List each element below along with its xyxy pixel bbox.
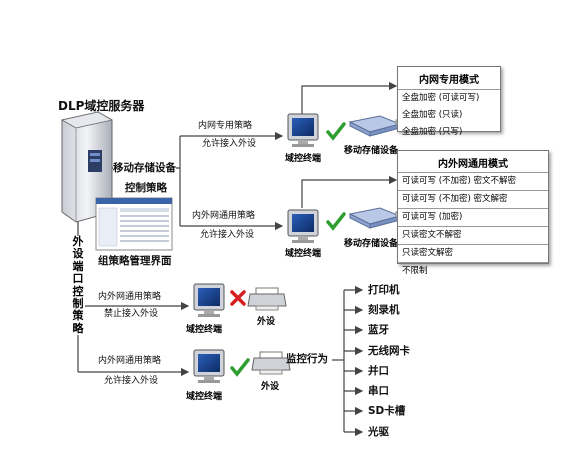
device-item: 刻录机 bbox=[368, 304, 400, 316]
terminal-icon-1 bbox=[287, 113, 319, 147]
branch1-policy: 内网专用策略 bbox=[198, 121, 253, 131]
box2-row: 不限制 bbox=[398, 262, 548, 280]
storage-label: 移动存储设备 bbox=[113, 162, 176, 174]
internal-mode-box: 内网专用模式 全盘加密 (可读可写) 全盘加密 (只读) 全盘加密 (只写) bbox=[397, 66, 501, 137]
branch3-terminal: 域控终端 bbox=[186, 325, 223, 335]
console-label: 组策略管理界面 bbox=[98, 255, 172, 267]
check-icon-1 bbox=[326, 122, 346, 141]
terminal-icon-3 bbox=[193, 283, 225, 317]
device-item: 并口 bbox=[368, 365, 389, 377]
branch4-permission: 允许接入外设 bbox=[104, 376, 159, 386]
box1-row: 全盘加密 (只读) bbox=[402, 110, 463, 120]
branch4-policy: 内外网通用策略 bbox=[98, 356, 162, 366]
device-item: 蓝牙 bbox=[368, 324, 389, 336]
branch2-device: 移动存储设备 bbox=[344, 239, 399, 249]
terminal-icon-2 bbox=[287, 209, 319, 243]
branch1-terminal: 域控终端 bbox=[285, 154, 322, 164]
device-item: 光驱 bbox=[368, 426, 389, 438]
usb-drive-icon-2 bbox=[348, 207, 405, 229]
general-mode-box: 内外网通用模式 可读可写 (不加密) 密文不解密 可读可写 (不加密) 密文解密… bbox=[397, 150, 549, 276]
box1-row: 全盘加密 (可读可写) bbox=[402, 93, 480, 103]
check-icon-3 bbox=[230, 358, 250, 377]
printer-icon-2 bbox=[251, 351, 291, 375]
branch4-action: 监控行为 bbox=[286, 353, 328, 365]
branch1-device: 移动存储设备 bbox=[344, 146, 399, 156]
branch3-device: 外设 bbox=[257, 317, 276, 327]
control-label: 控制策略 bbox=[125, 182, 167, 194]
device-item: SD卡槽 bbox=[368, 405, 406, 417]
branch2-permission: 允许接入外设 bbox=[200, 230, 255, 240]
peripheral-policy-label: 外设端口控制策略 bbox=[71, 235, 85, 336]
printer-icon-1 bbox=[247, 287, 287, 311]
terminal-icon-4 bbox=[193, 349, 225, 383]
box2-row: 可读可写 (加密) bbox=[398, 208, 548, 226]
cross-icon bbox=[230, 290, 246, 306]
branch4-device: 外设 bbox=[261, 382, 280, 392]
server-title: DLP域控服务器 bbox=[58, 99, 145, 113]
box2-row: 可读可写 (不加密) 密文解密 bbox=[398, 190, 548, 208]
box2-row: 可读可写 (不加密) 密文不解密 bbox=[398, 172, 548, 190]
box1-row: 全盘加密 (只写) bbox=[402, 127, 463, 137]
branch3-permission: 禁止接入外设 bbox=[104, 309, 159, 319]
device-item: 打印机 bbox=[368, 284, 400, 296]
device-item: 无线网卡 bbox=[368, 345, 410, 357]
branch2-terminal: 域控终端 bbox=[285, 249, 322, 259]
box2-row: 只读密文不解密 bbox=[398, 226, 548, 244]
box1-title: 内网专用模式 bbox=[398, 67, 500, 90]
box2-row: 只读密文解密 bbox=[398, 244, 548, 262]
box2-title: 内外网通用模式 bbox=[438, 159, 508, 170]
branch2-policy: 内外网通用策略 bbox=[192, 211, 256, 221]
branch3-policy: 内外网通用策略 bbox=[98, 292, 162, 302]
device-item: 串口 bbox=[368, 385, 389, 397]
branch1-permission: 允许接入外设 bbox=[202, 139, 257, 149]
check-icon-2 bbox=[326, 212, 346, 231]
usb-drive-icon-1 bbox=[348, 115, 405, 137]
branch4-terminal: 域控终端 bbox=[186, 392, 223, 402]
console-screenshot-icon bbox=[95, 197, 173, 251]
